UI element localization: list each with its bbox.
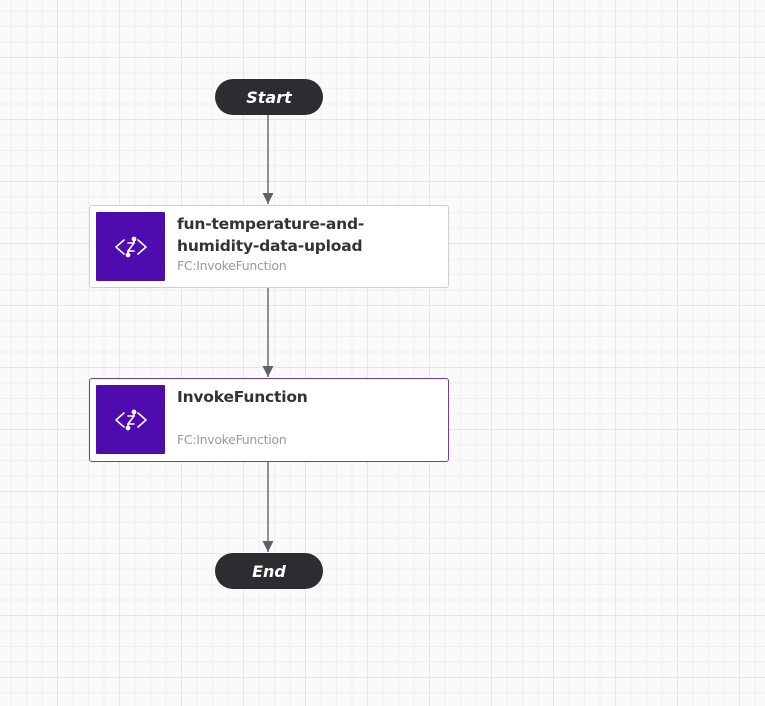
step-fun-temperature-and-humidity-data-upload[interactable]: fun-temperature-and-humidity-data-upload…	[89, 205, 449, 288]
step-type: FC:InvokeFunction	[177, 258, 287, 273]
start-label: Start	[246, 87, 292, 107]
step-type: FC:InvokeFunction	[177, 432, 287, 447]
function-code-icon	[96, 212, 165, 281]
function-code-icon	[96, 385, 165, 454]
end-node[interactable]: End	[215, 553, 323, 589]
arrowhead-step-1	[262, 193, 274, 204]
start-node[interactable]: Start	[215, 79, 323, 115]
end-label: End	[252, 561, 286, 581]
step-invokefunction[interactable]: InvokeFunction FC:InvokeFunction	[89, 378, 449, 462]
step-title: fun-temperature-and-humidity-data-upload	[177, 215, 365, 255]
step-title: InvokeFunction	[177, 388, 308, 406]
arrowhead-step-2	[262, 366, 274, 377]
arrowhead-end	[262, 541, 274, 552]
